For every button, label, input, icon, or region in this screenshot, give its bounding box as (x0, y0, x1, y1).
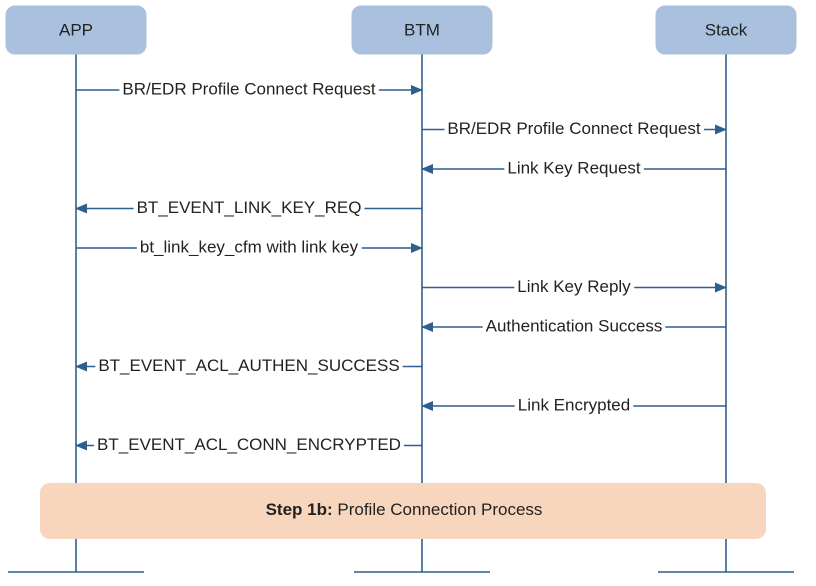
message: Link Key Request (421, 158, 726, 177)
lane-header-stack (655, 5, 797, 55)
message-label: BR/EDR Profile Connect Request (447, 119, 701, 138)
message-label-background (119, 80, 379, 98)
message-label-background (504, 159, 644, 177)
message-label-background (514, 277, 635, 295)
message: BT_EVENT_ACL_AUTHEN_SUCCESS (75, 356, 422, 375)
message-label: Link Key Reply (517, 277, 631, 296)
lane-header-btm (351, 5, 493, 55)
message-label-background (482, 317, 666, 335)
step-description: Profile Connection Process (333, 500, 543, 519)
message-label: bt_link_key_cfm with link key (140, 237, 359, 256)
message: BT_EVENT_ACL_CONN_ENCRYPTED (75, 435, 422, 454)
message-label: Link Encrypted (518, 395, 630, 414)
message: BR/EDR Profile Connect Request (422, 119, 727, 138)
lane-label-app: APP (59, 20, 93, 39)
message-label: BT_EVENT_ACL_AUTHEN_SUCCESS (98, 356, 399, 375)
step-banner: Step 1b: Profile Connection Process (40, 483, 766, 539)
message-label-background (444, 119, 704, 137)
message-label-background (136, 238, 362, 256)
message: BT_EVENT_LINK_KEY_REQ (75, 198, 422, 217)
message: Authentication Success (421, 316, 726, 335)
message: BR/EDR Profile Connect Request (76, 79, 423, 98)
message-label-background (95, 356, 403, 374)
message-label: BR/EDR Profile Connect Request (122, 79, 376, 98)
lane-label-stack: Stack (705, 20, 748, 39)
message-label: BT_EVENT_LINK_KEY_REQ (137, 198, 362, 217)
step-label: Step 1b: (266, 500, 333, 519)
lane-btm: BTM (351, 5, 493, 573)
message-label-background (94, 435, 404, 453)
message-label: BT_EVENT_ACL_CONN_ENCRYPTED (97, 435, 401, 454)
lane-label-btm: BTM (404, 20, 440, 39)
lane-stack: Stack (655, 5, 797, 573)
step-banner-box (40, 483, 766, 539)
step-banner-text: Step 1b: Profile Connection Process (266, 500, 543, 519)
message-label: Link Key Request (507, 158, 641, 177)
message: Link Key Reply (422, 277, 727, 296)
message: bt_link_key_cfm with link key (76, 237, 423, 256)
message: Link Encrypted (421, 395, 726, 414)
message-label-background (133, 198, 365, 216)
message-label-background (514, 396, 634, 414)
message-label: Authentication Success (486, 316, 663, 335)
lane-header-app (5, 5, 147, 55)
